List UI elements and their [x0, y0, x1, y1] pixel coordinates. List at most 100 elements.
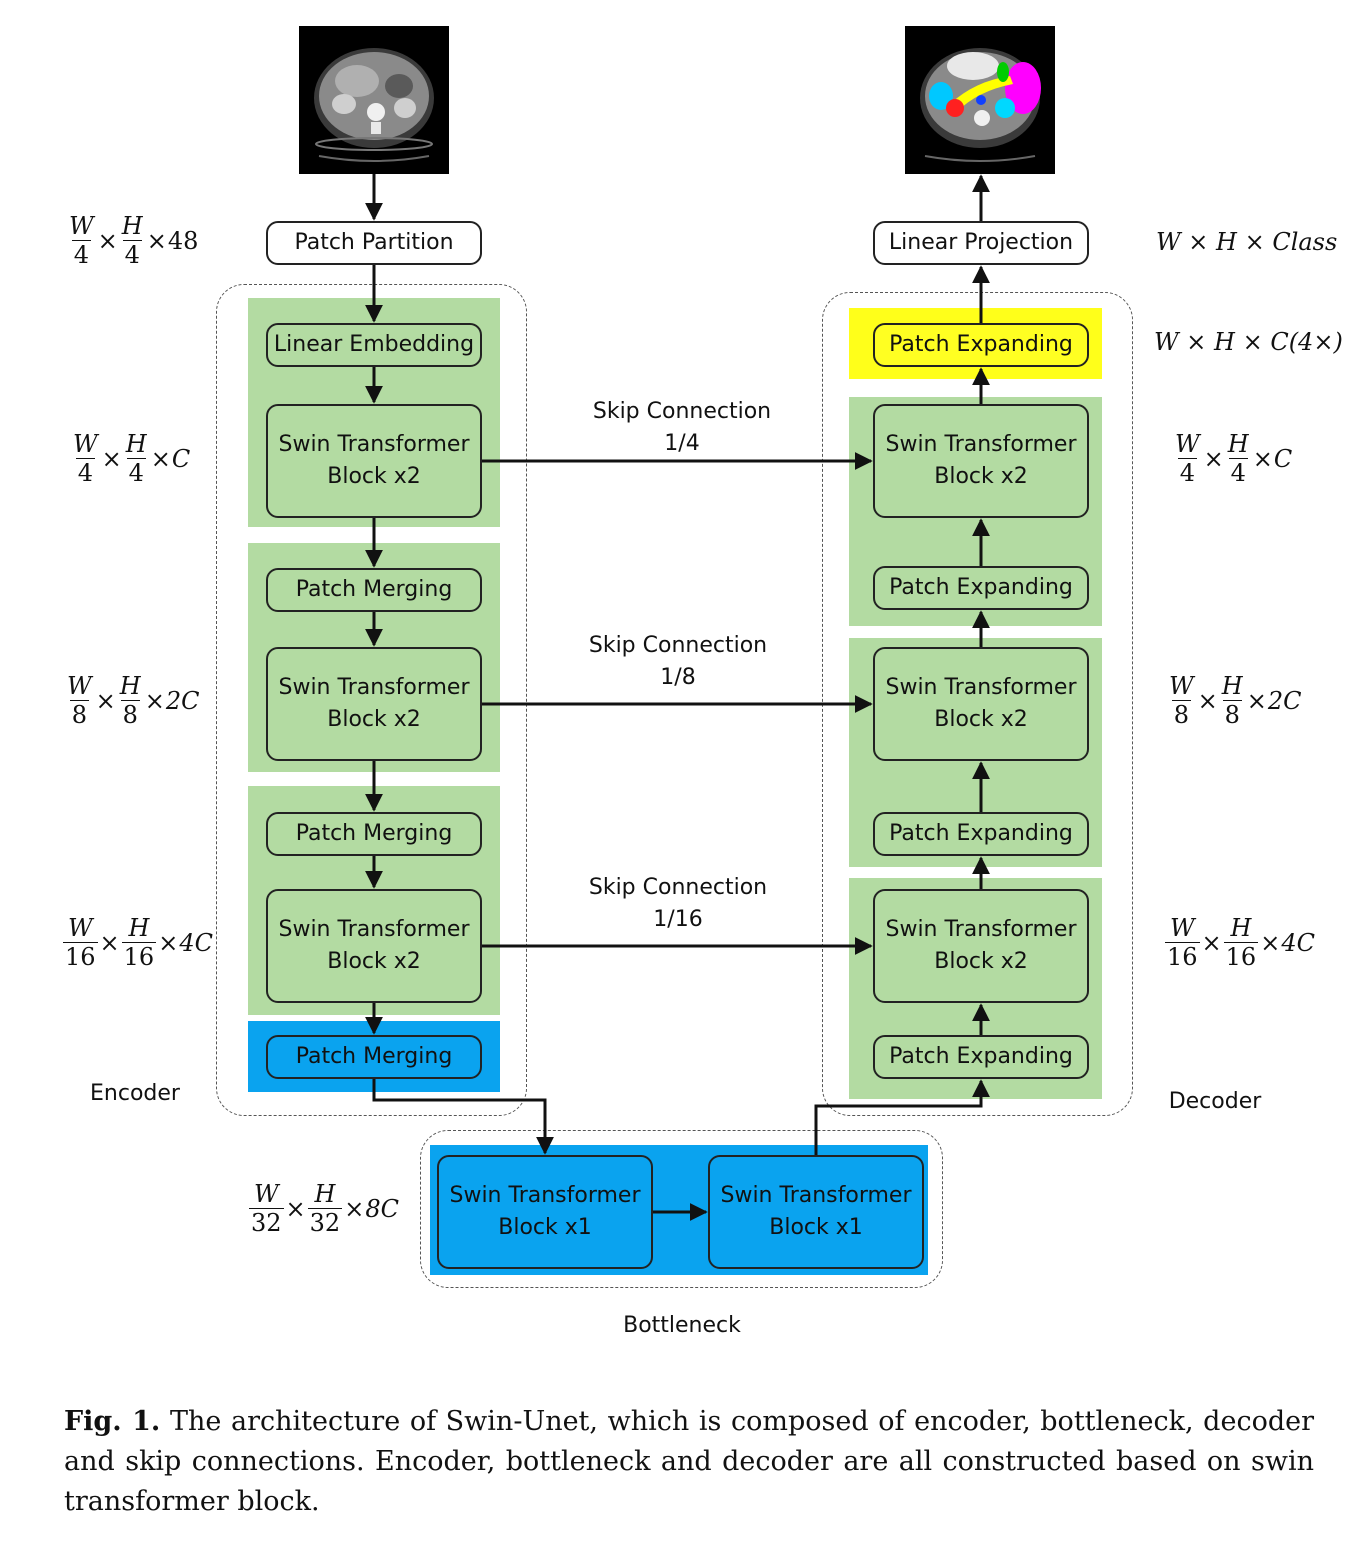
- arrow-bottleneck-to-decoder: [814, 1079, 990, 1155]
- dim-right-top: W × H × Class: [1156, 228, 1337, 256]
- encoder-swin-block-3-count: Block x2: [327, 949, 421, 974]
- dim-right-3-h: H: [1221, 672, 1243, 700]
- linear-embedding-box: Linear Embedding: [266, 323, 482, 367]
- encoder-patch-merging-2-label: Patch Merging: [295, 821, 453, 846]
- dim-right-2-wd: 4: [1177, 458, 1197, 487]
- dim-bottleneck-w: W: [253, 1180, 279, 1208]
- bottleneck-container: [420, 1130, 943, 1288]
- encoder-swin-block-1-count: Block x2: [327, 464, 421, 489]
- dim-left-4-h: H: [128, 914, 150, 942]
- patch-partition-label: Patch Partition: [294, 230, 454, 255]
- output-segmentation-image: [905, 26, 1055, 174]
- dim-left-4-c: 4C: [179, 928, 213, 957]
- encoder-patch-merging-1: Patch Merging: [266, 568, 482, 612]
- skip-connection-2-title: Skip Connection: [588, 633, 768, 658]
- dim-left-3-h: H: [119, 672, 141, 700]
- decoder-patch-expanding-top: Patch Expanding: [873, 323, 1089, 367]
- dim-left-2-w: W: [73, 430, 98, 458]
- dim-left-2-wd: 4: [75, 458, 95, 487]
- bottleneck-swin-block-a-title: Swin Transformer: [449, 1183, 641, 1208]
- dim-right-2-c: C: [1273, 444, 1293, 473]
- input-ct-image: [299, 26, 449, 174]
- skip-connection-3-title: Skip Connection: [588, 875, 768, 900]
- ct-scan-icon: [314, 48, 434, 162]
- encoder-swin-block-1: Swin Transformer Block x2: [266, 404, 482, 518]
- bottleneck-swin-block-b-count: Block x1: [769, 1215, 863, 1240]
- dim-right-3-w: W: [1169, 672, 1194, 700]
- decoder-swin-block-3: Swin Transformer Block x2: [873, 889, 1089, 1003]
- encoder-swin-block-2: Swin Transformer Block x2: [266, 647, 482, 761]
- dim-left-4-wd: 16: [63, 942, 98, 971]
- linear-embedding-label: Linear Embedding: [273, 332, 475, 357]
- dim-left-1-wd: 4: [71, 240, 91, 269]
- decoder-swin-block-1-title: Swin Transformer: [885, 432, 1077, 457]
- dim-left-1-c: 48: [167, 226, 199, 255]
- dim-left-2-hd: 4: [126, 458, 146, 487]
- skip-connection-1-label: Skip Connection 1/4: [582, 396, 782, 460]
- dim-left-3-c: 2C: [165, 686, 200, 715]
- dim-left-3-w: W: [67, 672, 92, 700]
- dim-left-3-hd: 8: [120, 700, 140, 729]
- dim-right-expand-text: W × H × C(4×): [1154, 328, 1343, 356]
- dim-right-2-w: W: [1175, 430, 1200, 458]
- segmentation-mask-icon: [920, 48, 1041, 162]
- decoder-swin-block-2-count: Block x2: [934, 707, 1028, 732]
- figure-caption: Fig. 1. The architecture of Swin-Unet, w…: [64, 1402, 1314, 1522]
- decoder-patch-expanding-top-label: Patch Expanding: [889, 332, 1073, 357]
- dim-right-3-wd: 8: [1171, 700, 1191, 729]
- dim-bottleneck-c: 8C: [365, 1194, 399, 1223]
- dim-left-2-c: C: [171, 444, 191, 473]
- dim-right-top-text: W × H × Class: [1156, 228, 1338, 256]
- dim-left-3-wd: 8: [69, 700, 89, 729]
- dim-right-4-wd: 16: [1165, 942, 1200, 971]
- arrow-merging3-to-bottleneck: [372, 1079, 554, 1155]
- dim-right-4-hd: 16: [1223, 942, 1259, 971]
- decoder-swin-block-1-count: Block x2: [934, 464, 1028, 489]
- decoder-label: Decoder: [1168, 1089, 1262, 1114]
- bottleneck-swin-block-a-count: Block x1: [498, 1215, 592, 1240]
- figure-caption-text: The architecture of Swin-Unet, which is …: [64, 1406, 1314, 1517]
- decoder-swin-block-3-title: Swin Transformer: [885, 917, 1077, 942]
- dim-left-1-h: H: [121, 212, 143, 240]
- dim-right-3-hd: 8: [1222, 700, 1242, 729]
- decoder-patch-expanding-2: Patch Expanding: [873, 812, 1089, 856]
- dim-bottleneck-wd: 32: [249, 1208, 284, 1237]
- dim-right-expand: W × H × C(4×): [1154, 328, 1343, 356]
- decoder-patch-expanding-1: Patch Expanding: [873, 566, 1089, 610]
- dim-left-2-h: H: [125, 430, 147, 458]
- bottleneck-swin-block-b: Swin Transformer Block x1: [708, 1155, 924, 1269]
- encoder-patch-merging-3: Patch Merging: [266, 1035, 482, 1079]
- decoder-swin-block-2: Swin Transformer Block x2: [873, 647, 1089, 761]
- dim-left-4-hd: 16: [121, 942, 157, 971]
- decoder-swin-block-3-count: Block x2: [934, 949, 1028, 974]
- encoder-swin-block-1-title: Swin Transformer: [278, 432, 470, 457]
- dim-left-1-hd: 4: [122, 240, 142, 269]
- dim-bottleneck-hd: 32: [307, 1208, 343, 1237]
- decoder-swin-block-2-title: Swin Transformer: [885, 675, 1077, 700]
- bottleneck-swin-block-a: Swin Transformer Block x1: [437, 1155, 653, 1269]
- dim-right-4-w: W: [1169, 914, 1195, 942]
- linear-projection-box: Linear Projection: [873, 221, 1089, 265]
- bottleneck-swin-block-b-title: Swin Transformer: [720, 1183, 912, 1208]
- dim-left-1-w: W: [69, 212, 94, 240]
- encoder-swin-block-2-count: Block x2: [327, 707, 421, 732]
- skip-connection-2-label: Skip Connection 1/8: [578, 630, 778, 694]
- encoder-label: Encoder: [90, 1081, 180, 1106]
- dim-right-2-hd: 4: [1228, 458, 1248, 487]
- skip-connection-2-ratio: 1/8: [660, 665, 696, 690]
- linear-projection-label: Linear Projection: [888, 230, 1074, 255]
- dim-bottleneck-h: H: [314, 1180, 336, 1208]
- skip-connection-3-label: Skip Connection 1/16: [578, 872, 778, 936]
- encoder-patch-merging-3-label: Patch Merging: [295, 1044, 453, 1069]
- dim-left-4-w: W: [67, 914, 93, 942]
- skip-connection-3-ratio: 1/16: [653, 907, 703, 932]
- decoder-patch-expanding-1-label: Patch Expanding: [889, 575, 1073, 600]
